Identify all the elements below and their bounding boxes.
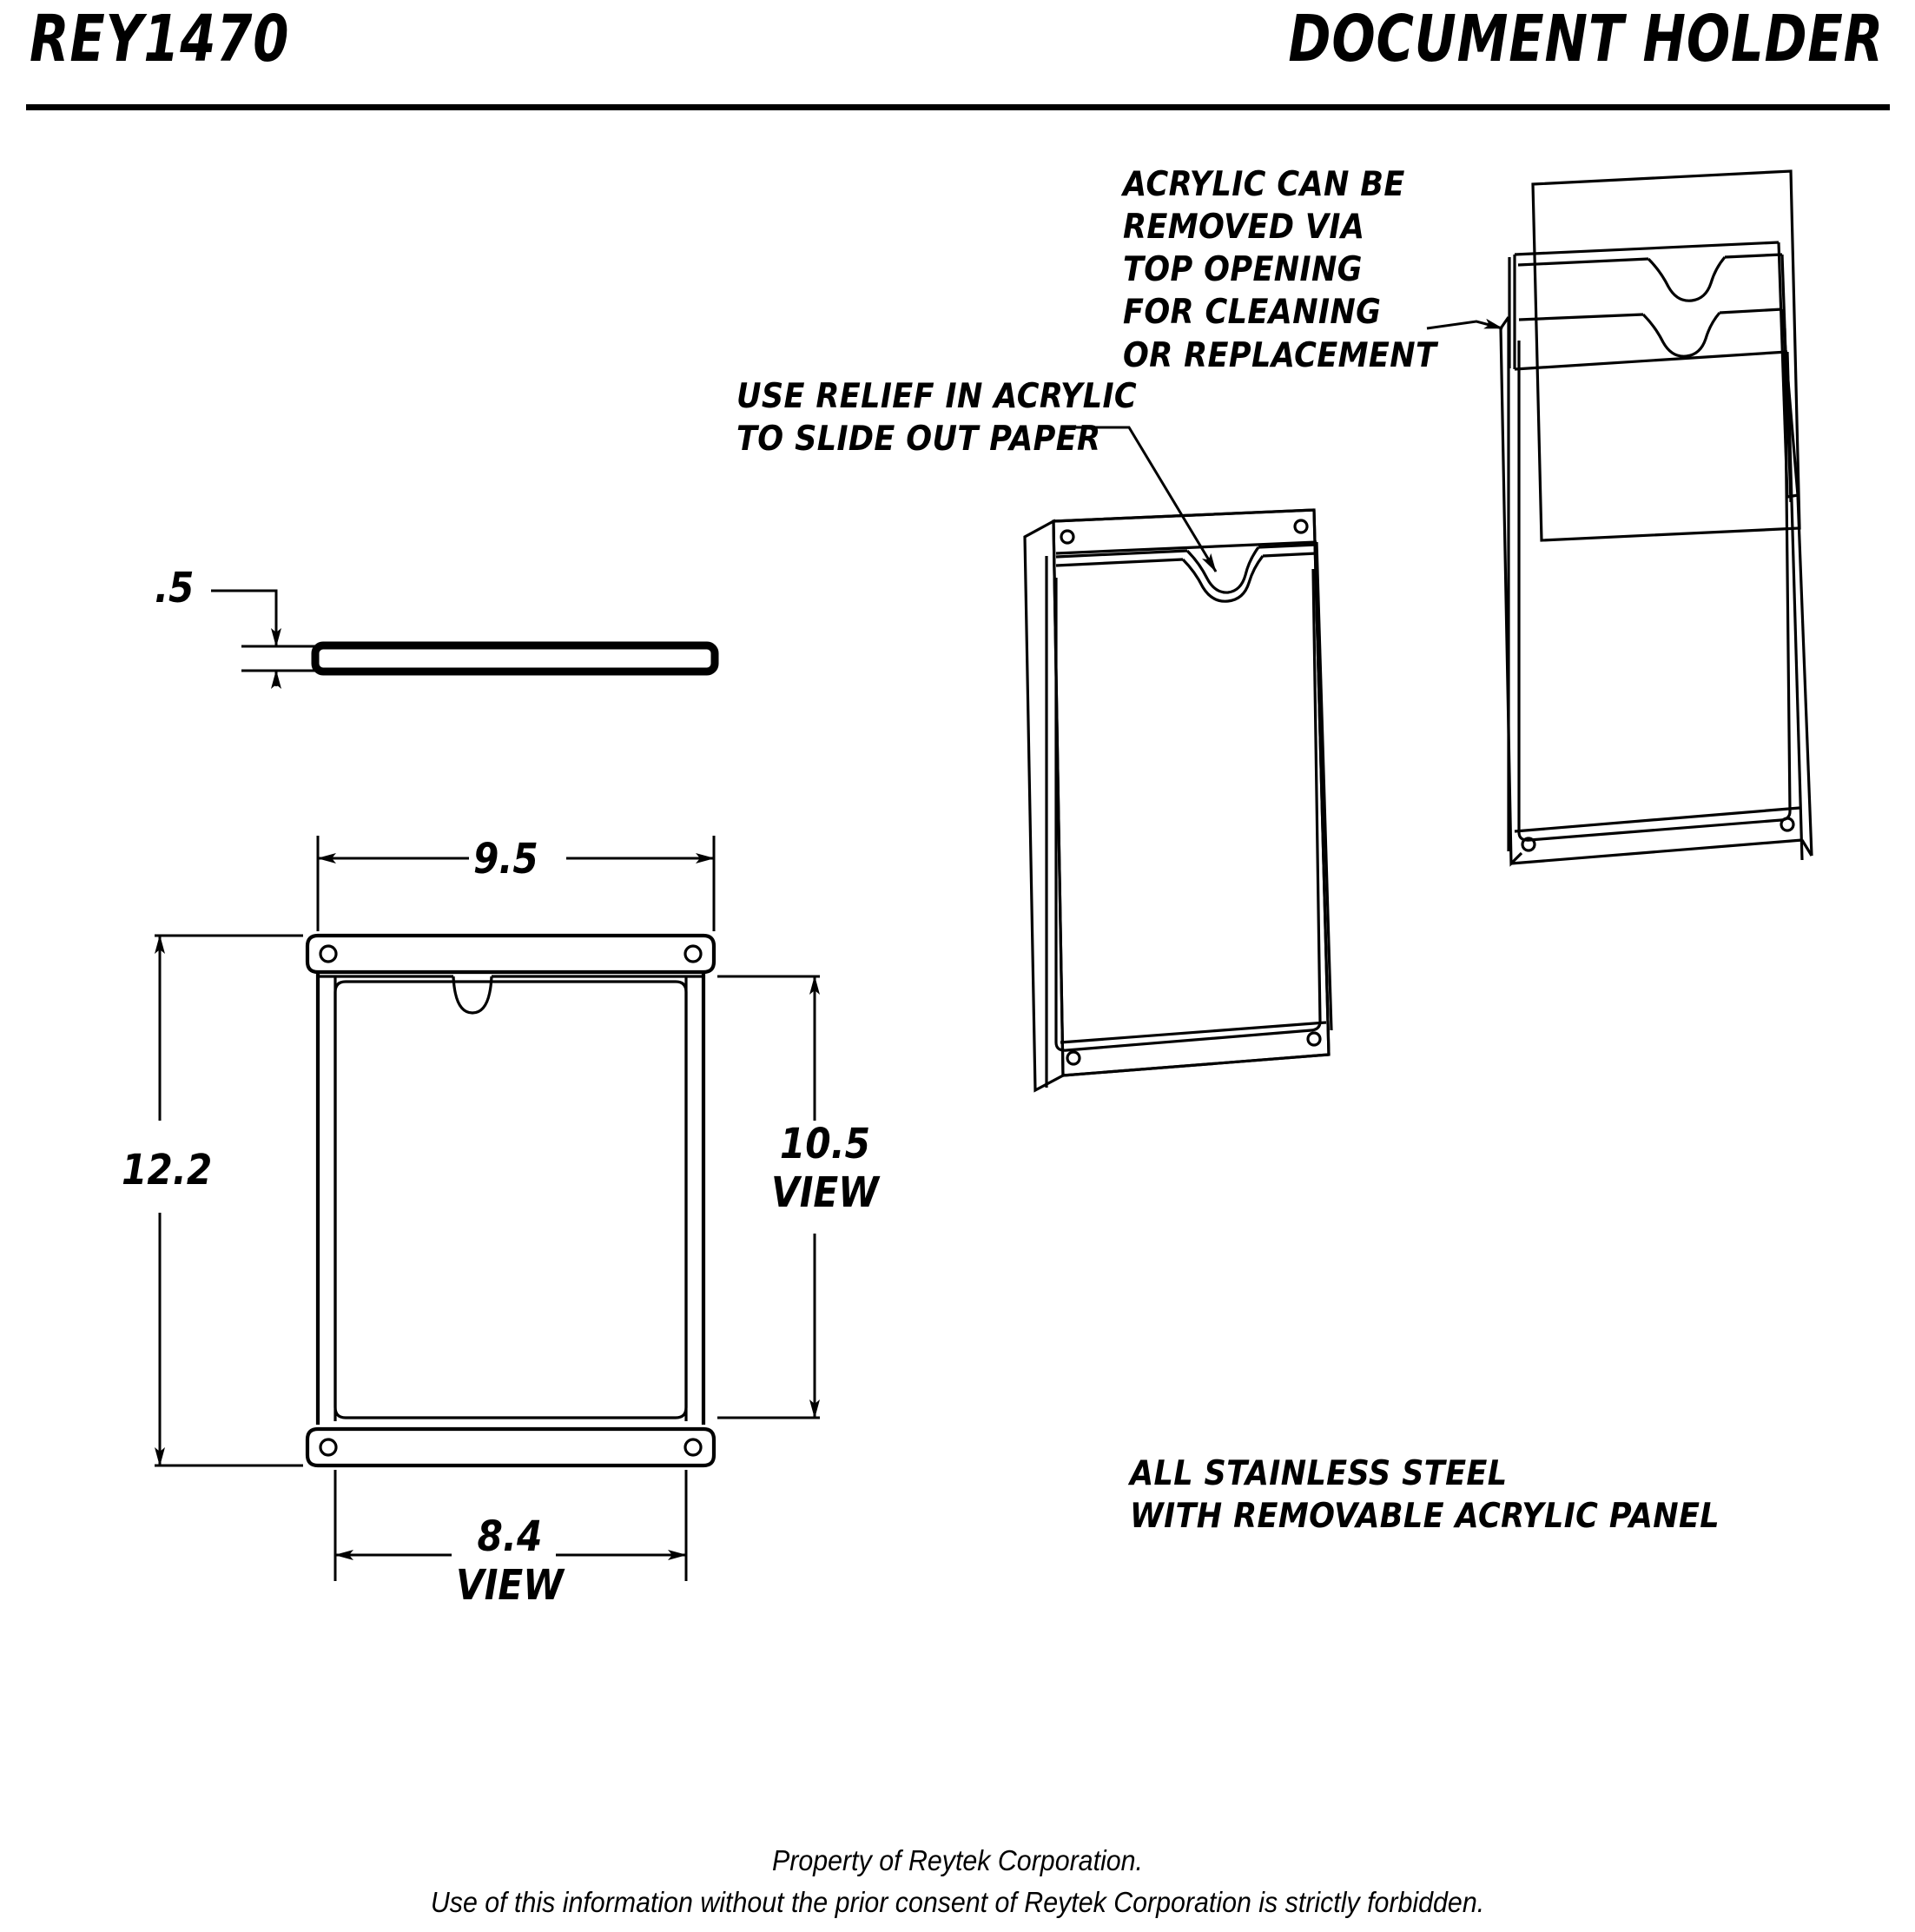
part-name-title: DOCUMENT HOLDER [1288,2,1884,76]
dimension-overall-height-label: 12.2 [122,1146,213,1194]
isometric-exploded-view [1426,169,1813,867]
isometric-assembled-view [1023,426,1333,1093]
part-number-title: REY1470 [30,2,290,76]
header-divider-rule [26,104,1890,110]
dimension-thickness-label: .5 [155,564,195,612]
note-material: ALL STAINLESS STEEL WITH REMOVABLE ACRYL… [1130,1454,1720,1537]
dimension-view-width-label: 8.4 VIEW [456,1512,564,1610]
side-profile-view [211,589,719,689]
footer-line-1: Property of Reytek Corporation. [772,1844,1143,1876]
dimension-view-height-label: 10.5 VIEW [771,1120,879,1217]
footer-legal-notice: Property of Reytek Corporation. Use of t… [0,1840,1915,1922]
dimension-overall-width-label: 9.5 [473,835,538,883]
note-acrylic-removal: ACRYLIC CAN BE REMOVED VIA TOP OPENING F… [1123,165,1437,375]
front-view [155,836,820,1581]
note-relief: USE RELIEF IN ACRYLIC TO SLIDE OUT PAPER [736,377,1138,460]
footer-line-2: Use of this information without the prio… [430,1885,1485,1918]
